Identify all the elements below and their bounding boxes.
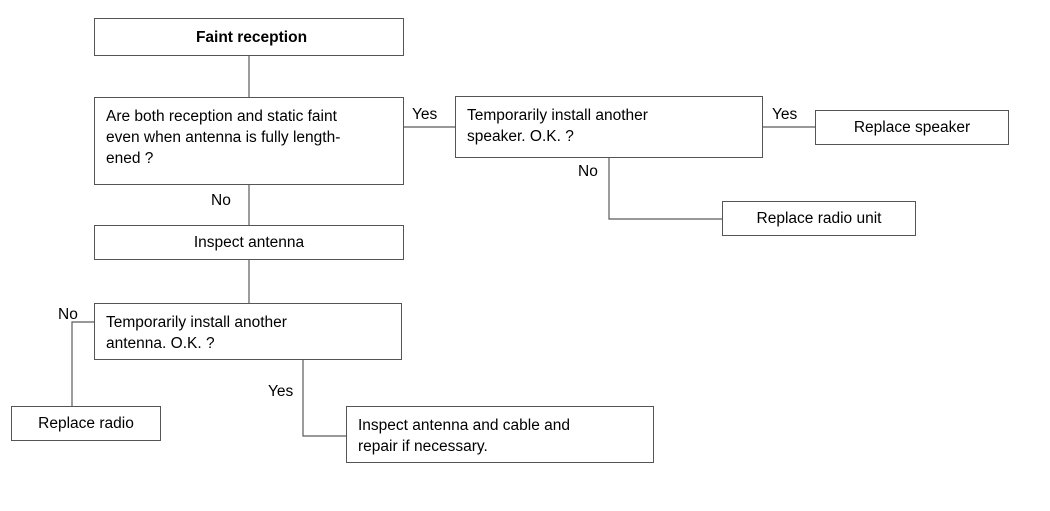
- connector-temp-antenna-no-to-replace-radio: [71, 321, 94, 406]
- node-label-inspect-antenna-cable: Inspect antenna and cable and repair if …: [358, 417, 571, 455]
- node-label-replace-radio: Replace radio: [38, 415, 134, 432]
- connector-speaker-no-to-radio-unit: [608, 158, 722, 220]
- node-replace-speaker: Replace speaker: [815, 110, 1009, 145]
- edge-label-yes-to-speaker: Yes: [412, 106, 438, 123]
- node-label-faint-reception: Faint reception: [195, 28, 308, 46]
- edge-label-no-to-replace-radio: No: [58, 306, 78, 323]
- node-reception-static-question: Are both reception and static faint even…: [94, 97, 404, 185]
- node-label-temp-antenna-question: Temporarily install another antenna. O.K…: [106, 314, 287, 352]
- edge-label-no-to-inspect-antenna: No: [211, 192, 231, 209]
- connector-temp-antenna-yes-to-cable: [302, 360, 346, 437]
- node-replace-radio: Replace radio: [11, 406, 161, 441]
- node-inspect-antenna-cable: Inspect antenna and cable and repair if …: [346, 406, 654, 463]
- node-temp-antenna-question: Temporarily install another antenna. O.K…: [94, 303, 402, 360]
- node-faint-reception: Faint reception: [94, 18, 404, 56]
- node-replace-radio-unit: Replace radio unit: [722, 201, 916, 236]
- node-label-reception-static-question: Are both reception and static faint even…: [106, 108, 341, 167]
- node-label-replace-radio-unit: Replace radio unit: [756, 210, 882, 227]
- node-label-temp-speaker-question: Temporarily install another speaker. O.K…: [467, 107, 648, 145]
- node-temp-speaker-question: Temporarily install another speaker. O.K…: [455, 96, 763, 158]
- node-inspect-antenna: Inspect antenna: [94, 225, 404, 260]
- edge-label-no-to-replace-radio-unit: No: [578, 163, 598, 180]
- node-label-replace-speaker: Replace speaker: [853, 119, 971, 136]
- edge-label-yes-to-replace-speaker: Yes: [772, 106, 798, 123]
- node-label-inspect-antenna: Inspect antenna: [193, 234, 305, 251]
- edge-label-yes-to-inspect-cable: Yes: [268, 383, 294, 400]
